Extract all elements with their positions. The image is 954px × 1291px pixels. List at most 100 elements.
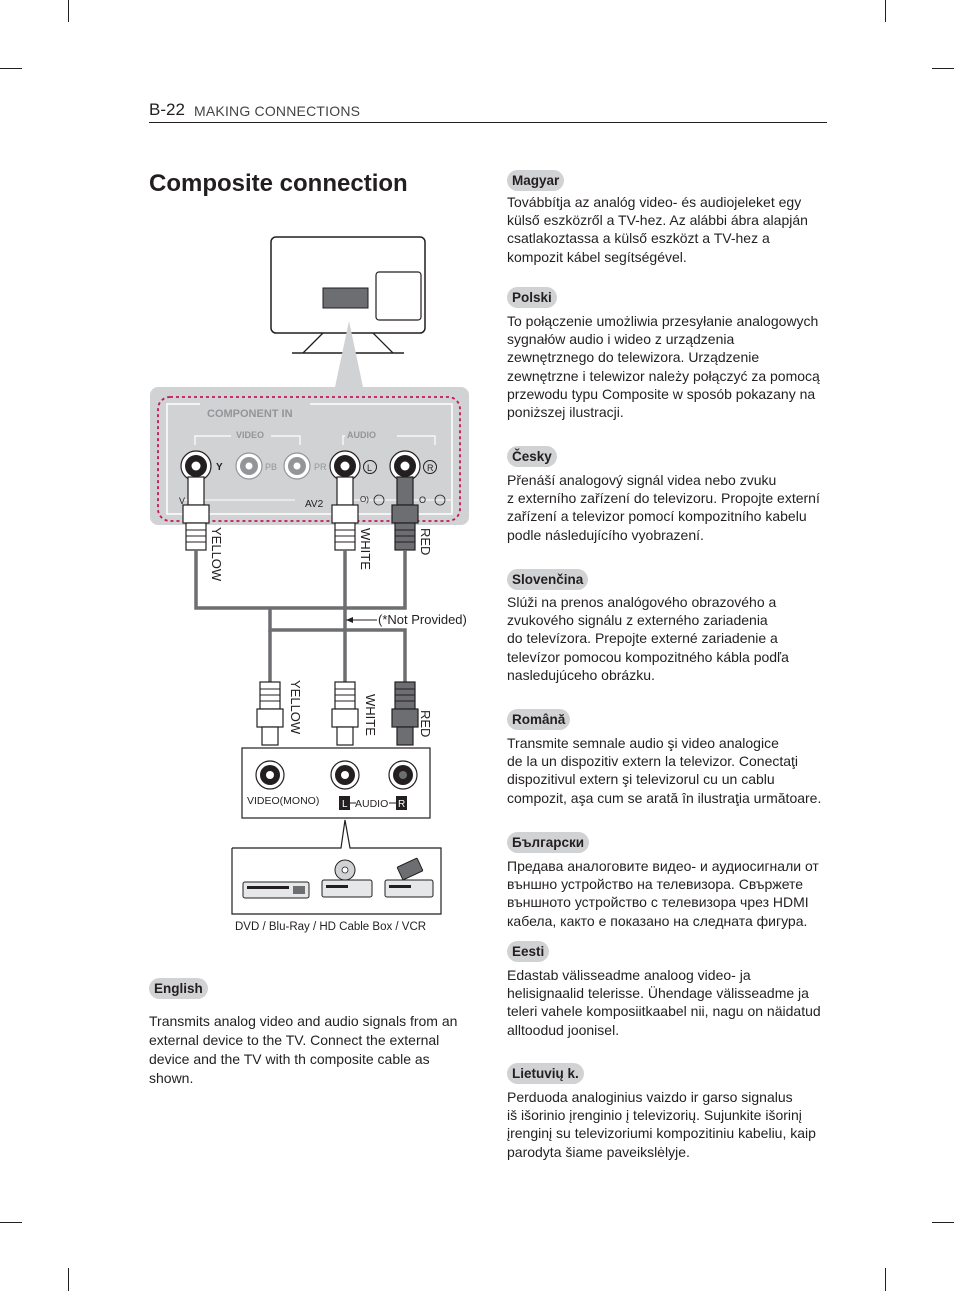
- jack-audio-r: [389, 450, 421, 482]
- text-line: de la un dispozitiv extern la televizor.…: [507, 753, 799, 770]
- text-line: Perduoda analoginius vaizdo ir garso sig…: [507, 1089, 793, 1105]
- text-line: zewnętrzne i telewizor należy połączyć z…: [507, 367, 820, 384]
- text-line: външно устройство на телевизора. Свържет…: [507, 876, 804, 893]
- crop-mark: [885, 1268, 886, 1291]
- cable-label-red-bottom: RED: [418, 710, 433, 737]
- lang-text-lietuviu: Perduoda analoginius vaizdo ir garso sig…: [507, 1088, 816, 1161]
- text-line: helisignaalid telerisse. Ühendage väliss…: [507, 985, 809, 1002]
- text-line: przewodu typu Composite w sposób pokazan…: [507, 385, 816, 402]
- text-line: zařízení a televizor pomocí kompozitního…: [507, 508, 807, 525]
- text-line: compozit, aşa cum se arată în ilustraţia…: [507, 789, 822, 806]
- device-r-label: R: [398, 799, 405, 810]
- text-line: külső eszközről a TV-hez. Az alábbi ábra…: [507, 212, 808, 229]
- av2-left-label: V: [179, 496, 185, 506]
- crop-mark: [68, 0, 69, 22]
- white-plug-bottom: [331, 681, 359, 746]
- text-line: nasledujúceho obrázku.: [507, 666, 655, 683]
- text-line: dispozitivul extern şi televizorul cu un…: [507, 771, 775, 788]
- device-jack-video: [255, 760, 285, 790]
- jack-pr: [283, 452, 311, 480]
- text-line: z externího zařízení do televizoru. Prop…: [507, 490, 820, 507]
- text-line: sygnałów audio i wideo z urządzenia: [507, 331, 735, 348]
- video-group-label: VIDEO: [236, 430, 264, 440]
- jack-l-label: L: [367, 463, 372, 473]
- text-line: кабела, както е показано на следната фиг…: [507, 912, 808, 929]
- text-line: alltoodud joonisel.: [507, 1021, 620, 1038]
- lang-badge-english: English: [149, 978, 208, 999]
- text-line: teleri vahele komposiitkaabel nii, nagu …: [507, 1003, 821, 1020]
- lang-badge-romana: Română: [507, 709, 571, 730]
- crop-mark: [932, 68, 954, 69]
- text-line: zewnętrznego do telewizora. Urządzenie: [507, 349, 760, 366]
- audio-group-label: AUDIO: [347, 430, 376, 440]
- jack-audio-l: [329, 450, 361, 482]
- lang-badge-lietuviu: Lietuvių k.: [507, 1063, 584, 1084]
- text-line: Přenáší analogový signál videa nebo zvuk…: [507, 472, 777, 488]
- text-line: podle následujícího vyobrazení.: [507, 526, 704, 543]
- jack-pr-label: PR: [314, 462, 327, 472]
- lang-badge-balgarski: Български: [507, 832, 590, 853]
- cable-label-red-top: RED: [418, 528, 433, 555]
- device-jack-audio-r: [388, 760, 418, 790]
- red-plug-top: [391, 476, 419, 551]
- lang-badge-cesky: Česky: [507, 446, 557, 467]
- cable-label-white-bottom: WHITE: [363, 694, 378, 736]
- connection-diagram: COMPONENT IN VIDEO AUDIO Y PB PR L R V A…: [145, 230, 485, 940]
- tv-panel: [150, 387, 469, 525]
- jack-pb: [235, 452, 263, 480]
- text-line: kompozit kábel segítségével.: [507, 248, 687, 265]
- cable-label-white-top: WHITE: [358, 528, 373, 570]
- device-audio-label: AUDIO: [355, 798, 388, 810]
- text-line: Edastab välisseadme analoog video- ja: [507, 967, 751, 983]
- text-line: Továbbítja az analóg video- és audiojele…: [507, 194, 802, 210]
- yellow-plug-bottom: [256, 681, 284, 746]
- section-name: MAKING CONNECTIONS: [194, 103, 361, 119]
- text-line: Transmite semnale audio şi video analogi…: [507, 735, 779, 751]
- av2-right-label: O: [419, 495, 426, 505]
- white-plug-top: [331, 476, 359, 551]
- blu-ray-player-icon: [321, 859, 373, 898]
- not-provided-label: (*Not Provided): [378, 612, 467, 627]
- text-line: televízor pomocou kompozitného kábla pod…: [507, 648, 789, 665]
- yellow-plug-top: [182, 476, 210, 551]
- dvd-player-icon: [242, 881, 310, 899]
- jack-y-label: Y: [216, 462, 223, 473]
- lang-text-eesti: Edastab välisseadme analoog video- ja he…: [507, 966, 821, 1039]
- vcr-icon: [384, 857, 434, 898]
- cable-bundle: [194, 550, 407, 682]
- text-line: Предава аналоговите видео- и аудиосигнал…: [507, 858, 819, 874]
- page-header: B-22 MAKING CONNECTIONS: [149, 100, 827, 123]
- lang-badge-polski: Polski: [507, 287, 557, 308]
- english-text: Transmits analog video and audio signals…: [149, 1013, 458, 1086]
- crop-mark: [0, 1222, 22, 1223]
- page-title: Composite connection: [149, 170, 408, 197]
- text-line: įrenginį su televizoriumi kompozitiniu k…: [507, 1125, 816, 1142]
- lang-badge-magyar: Magyar: [507, 170, 565, 191]
- av2-mid-label: O): [360, 495, 369, 504]
- text-line: iš išorinio įrenginio į televizorių. Suj…: [507, 1107, 802, 1124]
- lang-text-romana: Transmite semnale audio şi video analogi…: [507, 734, 821, 807]
- cable-label-yellow-bottom: YELLOW: [288, 680, 303, 735]
- lang-badge-slovencina: Slovenčina: [507, 569, 589, 590]
- crop-mark: [0, 68, 22, 69]
- jack-r-label: R: [427, 463, 434, 473]
- device-jack-audio-l: [330, 760, 360, 790]
- crop-mark: [932, 1222, 954, 1223]
- text-line: To połączenie umożliwia przesyłanie anal…: [507, 313, 819, 329]
- lang-text-polski: To połączenie umożliwia przesyłanie anal…: [507, 312, 820, 421]
- text-line: do televízora. Prepojte externé zariaden…: [507, 630, 778, 647]
- jack-pb-label: PB: [265, 462, 277, 472]
- device-caption: DVD / Blu-Ray / HD Cable Box / VCR: [235, 921, 426, 933]
- lang-badge-eesti: Eesti: [507, 941, 550, 962]
- text-line: parodyta šiame paveikslėlyje.: [507, 1143, 690, 1160]
- lang-text-magyar: Továbbítja az analóg video- és audiojele…: [507, 193, 808, 266]
- crop-mark: [68, 1268, 69, 1291]
- text-line: zvukového signálu z externého zariadenia: [507, 612, 768, 629]
- page-number: B-22: [149, 100, 185, 119]
- text-line: Slúži na prenos analógového obrazového a: [507, 594, 777, 610]
- cable-label-yellow-top: YELLOW: [209, 527, 224, 582]
- tv-icon: [270, 236, 426, 354]
- red-plug-bottom: [391, 681, 419, 746]
- device-l-label: L: [342, 799, 348, 810]
- text-line: poniższej ilustracji.: [507, 404, 624, 421]
